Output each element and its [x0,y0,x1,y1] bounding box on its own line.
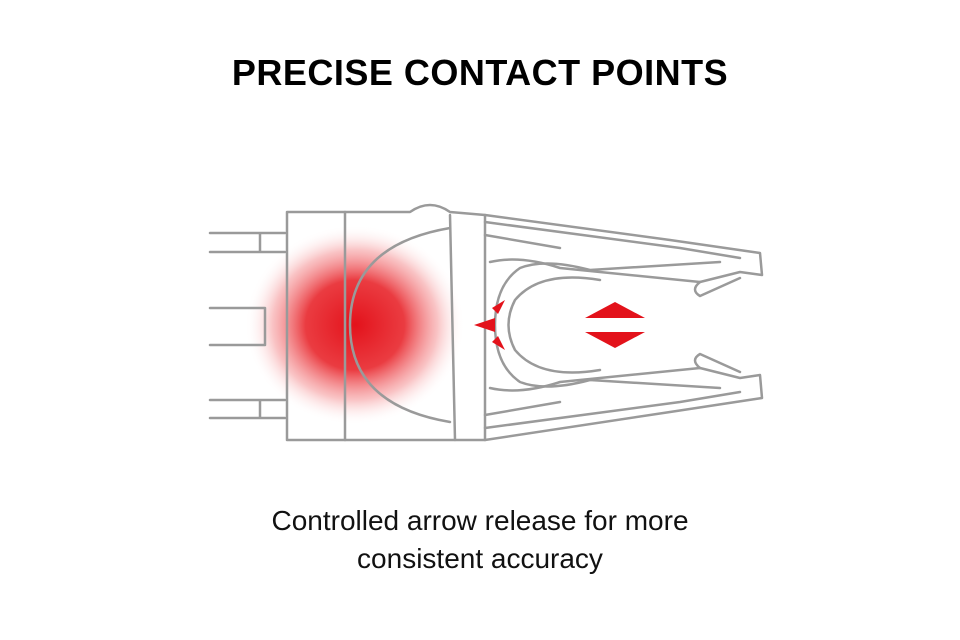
page-title: PRECISE CONTACT POINTS [231,52,729,93]
expansion-indicator-icon [585,302,645,348]
contact-arrows [474,300,505,350]
pressure-glow [245,225,465,425]
inner-line [483,233,562,417]
contact-arrow-icon [474,318,495,332]
throat-outline [507,276,602,374]
upper-prong [483,220,742,298]
caption-line-1: Controlled arrow release for more [271,505,689,536]
shaft-prongs [208,231,287,420]
contact-arrow-icon [492,300,505,314]
caption: Controlled arrow release for more consis… [0,502,960,578]
lower-prong [483,352,742,430]
nock-diagram [208,203,764,442]
caption-line-2: consistent accuracy [357,543,603,574]
contact-arrow-icon [492,336,505,350]
body-curve [348,226,452,424]
nock-body-outline [285,203,764,442]
